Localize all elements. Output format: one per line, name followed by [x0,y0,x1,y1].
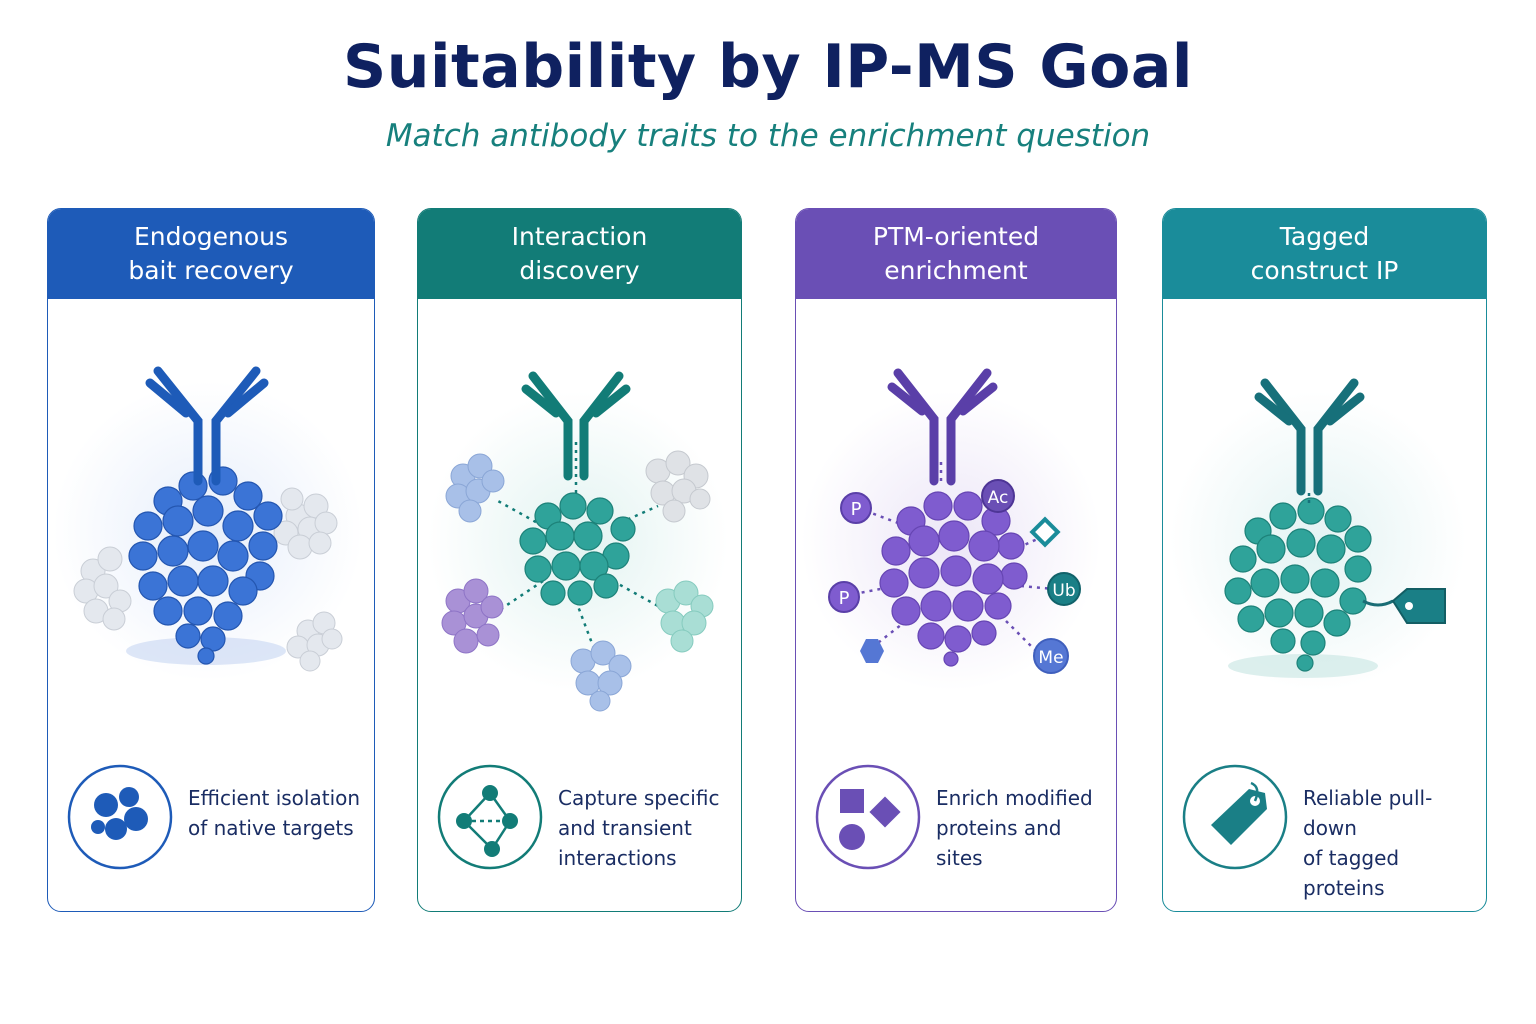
card-ptm-oriented-enrichment: PTM-oriented enrichment [795,208,1117,912]
card-title: Tagged construct IP [1163,209,1486,299]
card-title: Endogenous bait recovery [48,209,374,299]
card-footer: Efficient isolation of native targets [48,763,374,873]
modified-protein-with-ptm-labels-icon: P Ac P Ub Me [801,368,1101,691]
tag-icon [1182,764,1288,870]
ptm-label: P [851,499,862,520]
card-title: PTM-oriented enrichment [796,209,1116,299]
card-description: Capture specific and transient interacti… [558,786,720,870]
card-tagged-construct-ip: Tagged construct IP [1162,208,1487,912]
ptm-label: Ub [1052,581,1075,601]
card-footer: Capture specific and transient interacti… [418,763,741,873]
page-title: Suitability by IP-MS Goal [343,32,1193,102]
card-footer: Enrich modified proteins and sites [796,763,1116,873]
page-subtitle: Match antibody traits to the enrichment … [385,118,1151,154]
ptm-label: Me [1038,648,1063,668]
protein-interaction-network-icon [428,371,728,712]
card-description: Reliable pull-down of tagged proteins [1303,786,1433,900]
card-description: Enrich modified proteins and sites [936,786,1093,870]
card-description: Efficient isolation of native targets [188,786,361,840]
network-nodes-icon [437,764,543,870]
ptm-label: P [839,588,850,609]
antibody-bound-native-protein-icon [53,366,363,681]
card-interaction-discovery: Interaction discovery [417,208,742,912]
tagged-protein-icon [1170,378,1466,691]
shapes-icon [815,764,921,870]
card-endogenous-bait-recovery: Endogenous bait recovery [47,208,375,912]
card-footer: Reliable pull-down of tagged proteins [1163,763,1486,900]
bead-cluster-icon [67,764,173,870]
card-title: Interaction discovery [418,209,741,299]
ptm-label: Ac [988,488,1009,508]
